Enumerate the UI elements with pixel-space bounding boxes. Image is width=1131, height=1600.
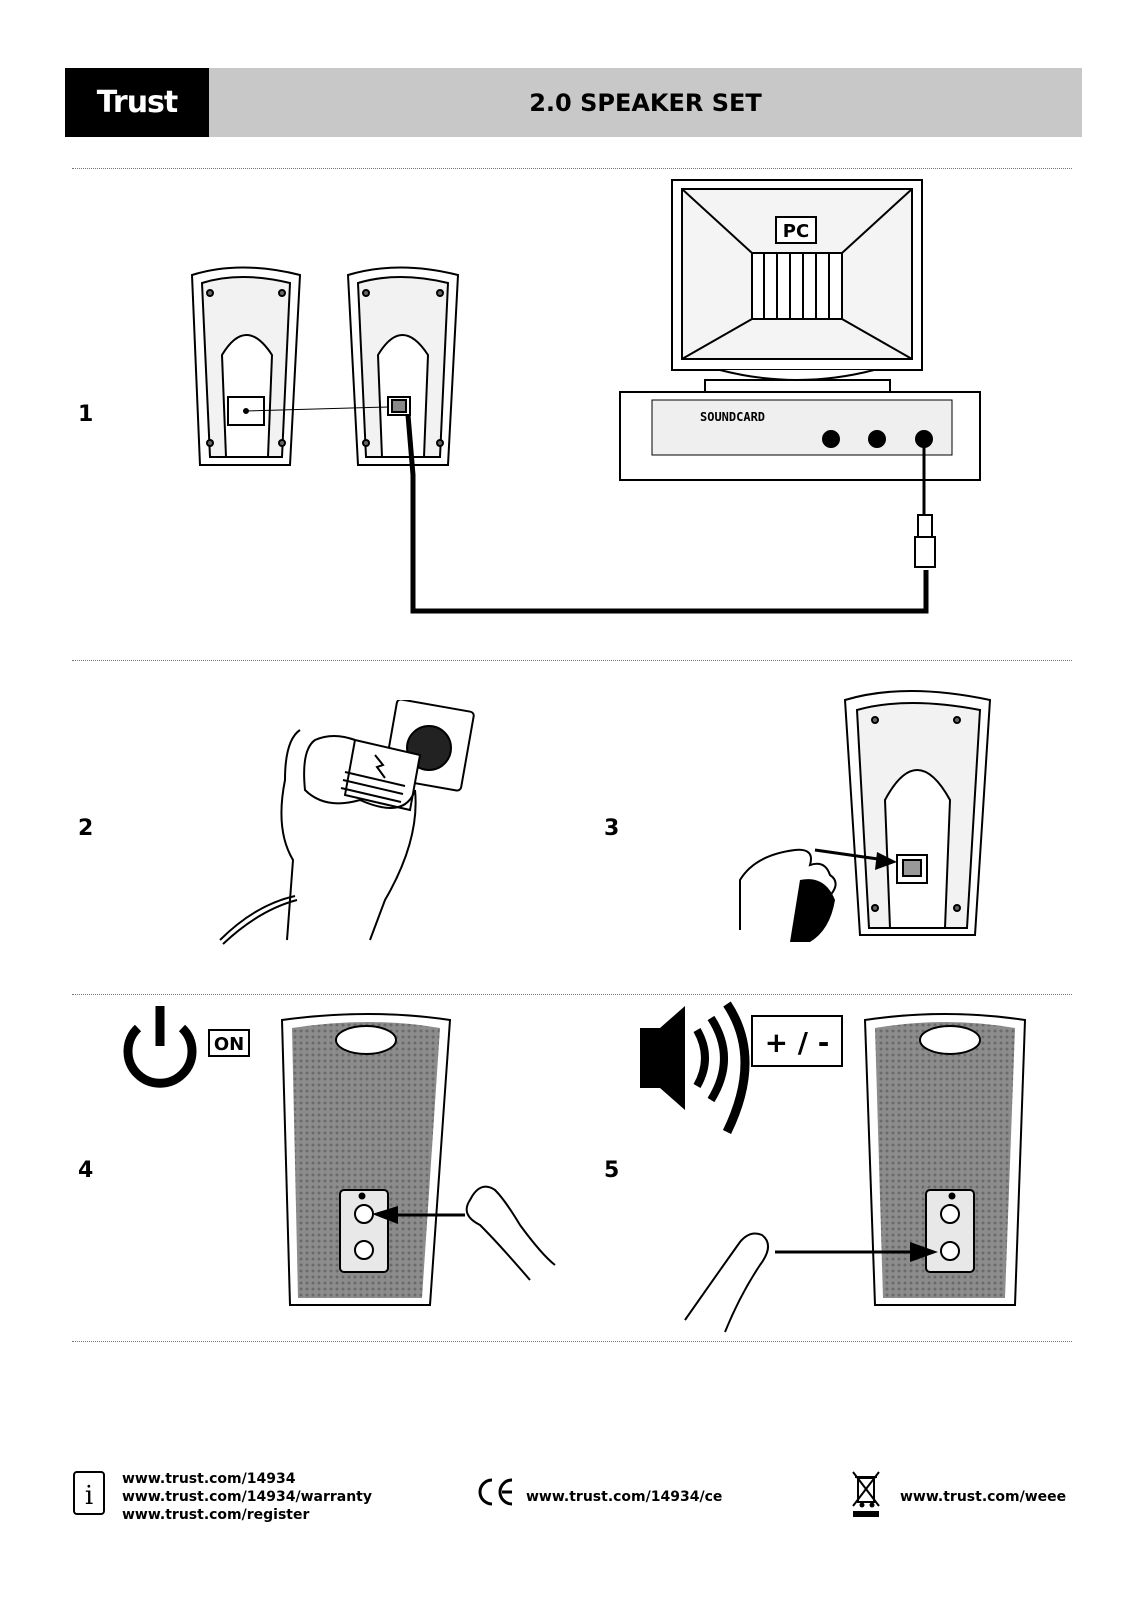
figure-power-on (280, 1013, 556, 1306)
register-link[interactable]: www.trust.com/register (122, 1507, 310, 1523)
divider (72, 168, 1072, 169)
warranty-link[interactable]: www.trust.com/14934/warranty (122, 1489, 372, 1505)
audio-cable (405, 414, 929, 614)
monitor-illustration (671, 179, 923, 393)
step-number-3: 3 (604, 816, 620, 841)
finger-illustration (465, 1185, 556, 1281)
weee-bin-icon (852, 1471, 880, 1517)
divider (72, 1341, 1072, 1342)
jack-plug (914, 536, 936, 568)
info-icon: i (73, 1471, 105, 1515)
speaker-volume-icon: + / - (640, 1001, 843, 1134)
finger-illustration (684, 1232, 769, 1333)
figure-volume (684, 1013, 1027, 1333)
ce-mark-icon (478, 1478, 513, 1506)
info-links: www.trust.com/14934 www.trust.com/14934/… (122, 1470, 372, 1524)
computer-case-illustration (619, 391, 981, 481)
power-icon: ON (123, 1006, 250, 1088)
speaker-back-illustration (843, 690, 992, 936)
right-speaker-illustration (346, 266, 460, 466)
header-bar (65, 68, 1082, 137)
step-number-4: 4 (78, 1158, 94, 1183)
step-number-2: 2 (78, 816, 94, 841)
left-speaker-illustration (190, 266, 302, 466)
on-label: ON (214, 1034, 244, 1055)
figure-plug-adapter (219, 700, 475, 945)
figure-connect-pc: PC SOUNDCARD (190, 179, 981, 614)
speaker-front-illustration (863, 1013, 1027, 1306)
volume-label: + / - (765, 1026, 830, 1059)
hand-illustration (280, 729, 417, 941)
logo-text: Trust (96, 85, 179, 120)
document-title: 2.0 SPEAKER SET (529, 88, 762, 117)
speaker-front-illustration (280, 1013, 452, 1306)
jack-plug (917, 514, 933, 538)
step-number-5: 5 (604, 1158, 620, 1183)
weee-link[interactable]: www.trust.com/weee (900, 1489, 1067, 1505)
svg-text:i: i (85, 1481, 93, 1511)
product-link[interactable]: www.trust.com/14934 (122, 1471, 296, 1487)
soundcard-label: SOUNDCARD (700, 410, 765, 424)
pc-label: PC (783, 221, 809, 242)
divider (72, 994, 1072, 995)
divider (72, 660, 1072, 661)
trust-logo: Trust (65, 68, 209, 137)
ce-link[interactable]: www.trust.com/14934/ce (526, 1489, 723, 1505)
figure-connect-power (739, 690, 992, 942)
step-number-1: 1 (78, 402, 94, 427)
